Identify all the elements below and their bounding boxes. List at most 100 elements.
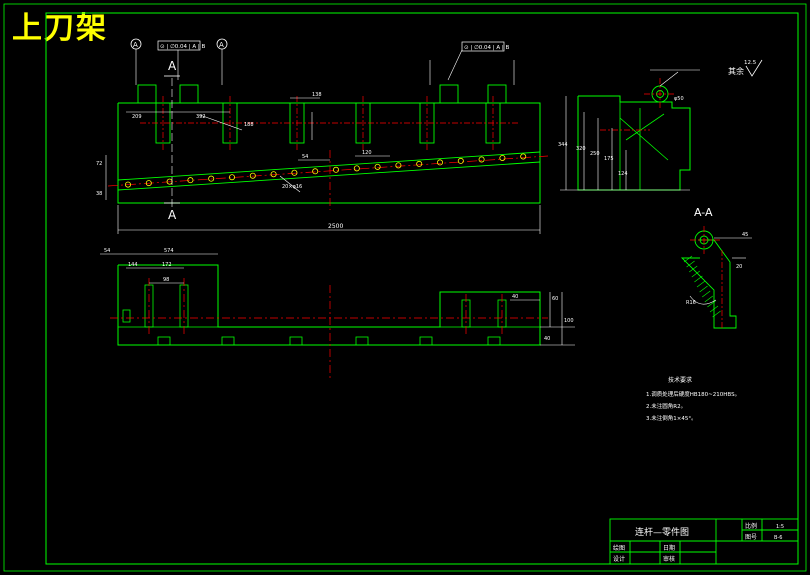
bottom-foot: [355, 336, 369, 346]
tolerance-frame-right: [461, 41, 505, 52]
surface-finish-value: 12.5: [744, 60, 757, 66]
bottom-view: 54 574 144 172 98 40 60 100 40: [100, 150, 575, 380]
section-dim-width: 45: [742, 232, 748, 238]
dim-overall-length: 2500: [328, 223, 343, 230]
tolerance-text-left: ⊙ | ∅0.04 | A | B: [160, 44, 205, 50]
leader-note-2: [279, 175, 301, 193]
section-view: A-A 45 R16 20: [680, 206, 752, 330]
bottom-dim-4: 172: [162, 262, 172, 268]
blade-lower-edge: [117, 161, 541, 191]
section-view-label: A-A: [694, 206, 713, 219]
datum-label-right: A: [219, 41, 224, 49]
pin-hole: [145, 180, 152, 187]
pin-hole: [416, 160, 423, 167]
hatch-line: [712, 310, 721, 318]
section-outline: [680, 239, 737, 329]
surface-finish-note: 其余: [728, 66, 744, 76]
outer-frame: [3, 3, 807, 572]
front-body-outline: [117, 102, 541, 204]
tolerance-text-right: ⊙ | ∅0.04 | A | B: [464, 45, 509, 51]
dim-top: 138: [312, 92, 322, 98]
dim-left-height-2: 38: [96, 191, 102, 197]
tech-req-item: 1.调质处理后硬度HB180~210HBS。: [646, 390, 740, 398]
pin-hole: [270, 171, 277, 178]
bottom-foot: [419, 336, 433, 346]
side-dim-1: 344: [558, 142, 568, 148]
section-radius-arc: [689, 295, 717, 305]
side-outline: [577, 95, 691, 191]
pin-hole: [520, 153, 527, 160]
side-dim-4: 175: [604, 156, 614, 162]
pin-hole: [187, 177, 194, 184]
tech-req-item: 2.未注圆角R2。: [646, 402, 686, 410]
bottom-dim-6: 40: [512, 294, 518, 300]
pin-hole: [291, 169, 298, 176]
leader-note: [199, 114, 243, 131]
bottom-foot: [289, 336, 303, 346]
bottom-small-slot: [122, 309, 131, 323]
bottom-foot: [221, 336, 235, 346]
pin-hole: [208, 175, 215, 182]
side-blade-face-2: [625, 113, 665, 141]
boss-left-1: [137, 84, 157, 104]
hatch-line: [702, 290, 711, 298]
note-pin-holes: 20×φ16: [282, 184, 302, 190]
hatch-line: [683, 255, 693, 263]
hatch-line: [686, 260, 695, 268]
bottom-dim-9: 40: [544, 336, 550, 342]
bottom-outline: [117, 264, 541, 346]
pin-hole: [312, 168, 319, 175]
number-value: B-6: [774, 535, 782, 541]
hatch-line: [707, 300, 716, 308]
leader-line: [447, 49, 463, 81]
pin-hole: [332, 166, 339, 173]
scale-label: 比例: [745, 522, 757, 530]
blade-upper-edge: [117, 151, 541, 181]
overlay-title: 上刀架: [12, 11, 108, 46]
hatch-line: [696, 280, 706, 288]
hatch-line: [689, 265, 698, 273]
side-dim-2: 320: [576, 146, 586, 152]
section-dim-radius: R16: [686, 300, 696, 306]
bottom-foot: [487, 336, 501, 346]
title-block-frame: [609, 518, 799, 565]
hatch-line: [699, 285, 708, 293]
hatch-line: [709, 305, 719, 313]
section-hatch: [683, 255, 721, 318]
inner-frame: [45, 12, 799, 565]
bottom-feet: [157, 336, 501, 346]
dim-hole-spacing: 54: [302, 154, 308, 160]
hole-row: [125, 153, 527, 188]
front-view: A A A A ⊙ | ∅0.04 | A | B ⊙ | ∅0.04 | A …: [96, 38, 549, 234]
bottom-dim-8: 100: [564, 318, 574, 324]
side-blade-face: [619, 117, 669, 161]
boss-right-1: [439, 84, 459, 104]
bottom-foot: [157, 336, 171, 346]
bottom-dim-5: 98: [163, 277, 169, 283]
side-dim-5: 124: [618, 171, 628, 177]
hatch-line: [704, 295, 713, 303]
pin-hole: [125, 181, 132, 188]
bottom-dim-7: 60: [552, 296, 558, 302]
pin-hole: [436, 159, 443, 166]
hatch-line: [694, 275, 703, 283]
check-label: 审核: [663, 555, 675, 563]
side-leader-2: [659, 71, 679, 87]
tech-req-item: 3.未注倒角1×45°。: [646, 414, 697, 422]
dim-left-pitch-2: 392: [196, 114, 206, 120]
dim-left-height-1: 72: [96, 161, 102, 167]
side-view: 344 320 250 175 124 φ50 其余 12.5: [558, 59, 763, 191]
datum-label-left: A: [133, 41, 138, 49]
pin-hole: [457, 157, 464, 164]
pin-hole: [374, 163, 381, 170]
date-label: 日期: [663, 544, 675, 552]
side-dim-3: 250: [590, 151, 600, 157]
hole-row-centerline: [107, 155, 549, 187]
side-dim-top: φ50: [674, 96, 684, 102]
pin-hole: [228, 174, 235, 181]
pin-hole: [353, 165, 360, 172]
dim-right-spacing: 120: [362, 150, 372, 156]
bottom-dim-3: 144: [128, 262, 138, 268]
design-label: 设计: [613, 555, 625, 563]
